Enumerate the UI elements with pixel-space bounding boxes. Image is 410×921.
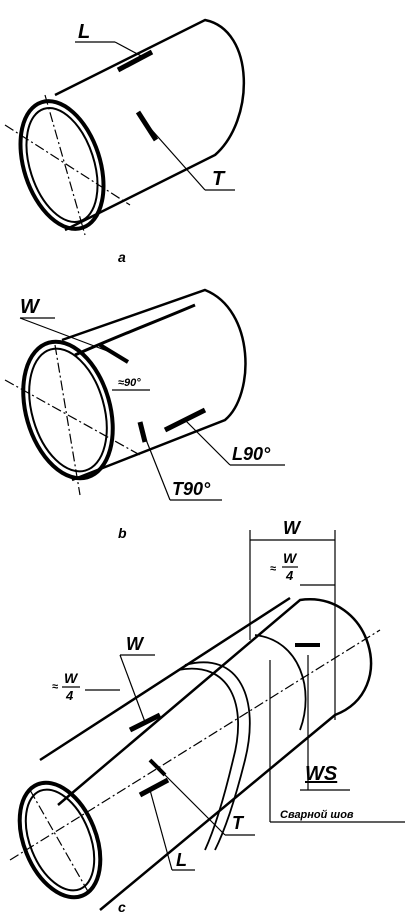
defect-T90-b [137,421,148,443]
defect-W-c [128,712,162,733]
cylinder-a-front-inner [25,107,99,223]
label-T-a: T [212,168,226,190]
label-weld-c: Сварной шов [280,809,354,821]
svg-text:4: 4 [285,568,294,583]
weld-seam-1 [184,661,251,851]
defect-T-a [135,110,159,142]
axis-a-1 [4,124,131,206]
figure-a: L T a [4,18,245,265]
figure-c: W ≈ W 4 WS Сварной шов W ≈ W 4 T [9,518,405,915]
caption-c: c [118,899,126,915]
label-T-c: T [232,813,245,833]
cylinder-c-front-face [17,780,103,900]
label-WS-c: WS [305,763,338,785]
axis-a-2 [44,94,86,236]
defect-L-c [138,777,170,798]
figure-b: W ≈90° L90° T90° b [4,288,285,541]
label-W-mid-c: W [126,634,145,654]
label-W-top-c: W [283,518,302,538]
cylinder-b-front-face [21,339,115,481]
svg-text:≈: ≈ [270,563,276,575]
svg-text:W: W [283,550,298,566]
label-W-b: W [20,296,41,318]
cylinder-a-outline [54,18,245,232]
defect-W-b [74,303,196,357]
cylinder-b-front-inner [28,347,108,473]
cylinder-c-outline [57,598,373,911]
svg-text:≈: ≈ [52,681,58,693]
caption-a: a [118,249,126,265]
label-L-a: L [78,21,90,43]
label-L90-b: L90° [232,444,271,464]
defect-L-a [116,49,154,73]
cylinder-a-front-face [18,99,106,231]
svg-text:4: 4 [65,688,74,703]
label-T90-b: T90° [172,479,211,499]
svg-text:W: W [64,670,79,686]
label-angle-b: ≈90° [118,377,141,389]
caption-b: b [118,525,127,541]
cylinder-b-outline [61,288,247,482]
label-L-c: L [176,850,187,870]
